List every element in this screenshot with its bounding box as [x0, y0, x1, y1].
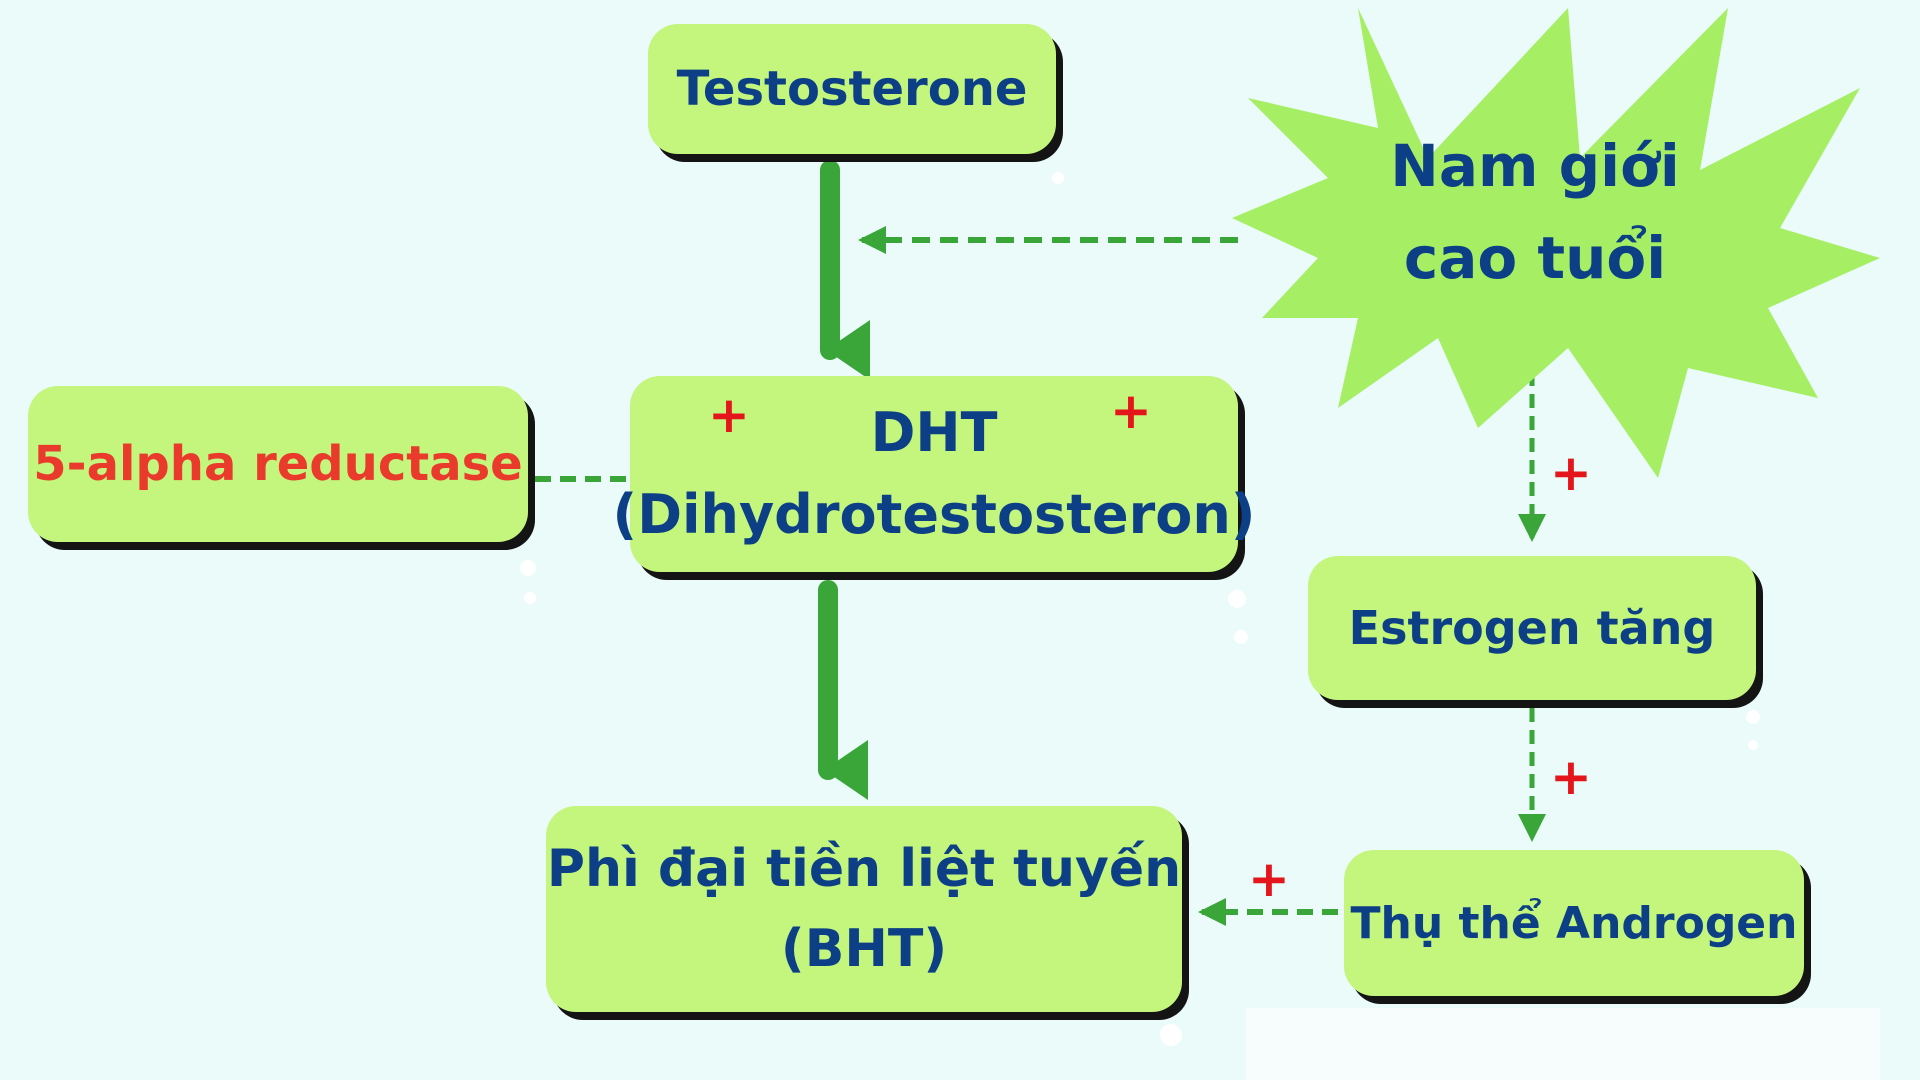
aging-line2: cao tuổi [1403, 224, 1667, 292]
decorative-speck [1052, 172, 1064, 184]
decorative-speck [524, 592, 536, 604]
plus-sign-estrogen-receptor: + [1550, 748, 1592, 806]
decorative-speck [1746, 710, 1760, 724]
node-aging-label: Nam giới cao tuổi [1370, 120, 1700, 304]
node-dht[interactable]: DHT (Dihydrotestosteron) [613, 376, 1255, 572]
decorative-speck [1160, 1024, 1182, 1046]
plus-sign-receptor-bph: + [1248, 850, 1290, 908]
decorative-speck [1748, 740, 1758, 750]
node-receptor-label: Thụ thể Androgen [1350, 897, 1798, 949]
plus-sign-dht-left: + [708, 386, 750, 444]
decorative-speck [1228, 590, 1246, 608]
node-testosterone[interactable]: Testosterone [648, 24, 1056, 154]
node-5-alpha-reductase[interactable]: 5-alpha reductase [28, 386, 528, 542]
aging-line1: Nam giới [1390, 132, 1680, 200]
node-estrogen[interactable]: Estrogen tăng [1308, 556, 1756, 700]
node-testosterone-label: Testosterone [676, 61, 1028, 117]
node-dht-line2: (Dihydrotestosteron) [612, 483, 1256, 546]
decorative-speck [1234, 630, 1248, 644]
node-androgen-receptor[interactable]: Thụ thể Androgen [1344, 850, 1804, 996]
plus-sign-dht-right: + [1110, 382, 1152, 440]
node-bph-line1: Phì đại tiền liệt tuyến [546, 839, 1182, 899]
decorative-panel [1246, 1008, 1880, 1080]
plus-sign-aging-estrogen: + [1550, 444, 1592, 502]
node-bph-line2: (BHT) [780, 919, 948, 979]
star-burst [1232, 8, 1880, 478]
node-enzyme-label: 5-alpha reductase [33, 436, 523, 492]
node-dht-line1: DHT [870, 401, 998, 464]
decorative-speck [520, 560, 536, 576]
node-estrogen-label: Estrogen tăng [1348, 601, 1716, 655]
node-bph[interactable]: Phì đại tiền liệt tuyến (BHT) [546, 806, 1182, 1012]
